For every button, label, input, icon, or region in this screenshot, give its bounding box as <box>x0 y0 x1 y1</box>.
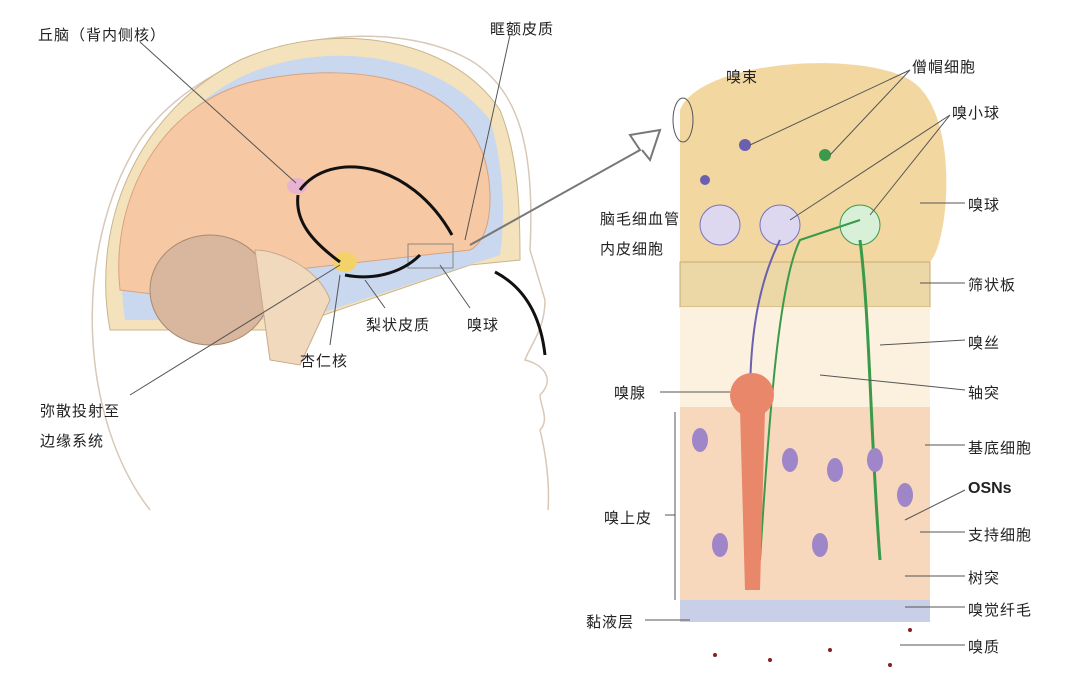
label-cilia: 嗅觉纤毛 <box>968 601 1033 619</box>
thalamus-region <box>287 178 307 194</box>
label-odorant: 嗅质 <box>968 638 1001 656</box>
label-piriform: 梨状皮质 <box>366 316 431 334</box>
label-mucus: 黏液层 <box>586 613 635 631</box>
label-limbic-2: 边缘系统 <box>40 432 105 450</box>
label-axon: 轴突 <box>968 384 1001 402</box>
label-gland: 嗅腺 <box>614 384 647 402</box>
label-epithelium: 嗅上皮 <box>604 509 653 527</box>
gland <box>730 373 774 417</box>
mucus-layer <box>680 600 930 622</box>
amygdala-region <box>333 252 357 272</box>
label-olfactory-tract: 嗅束 <box>726 68 759 86</box>
label-olfactory-bulb-center: 嗅球 <box>467 316 500 334</box>
label-basal-cells: 基底细胞 <box>968 439 1033 457</box>
label-capillary-2: 内皮细胞 <box>600 240 665 258</box>
head-outline <box>91 35 550 511</box>
bulb-box <box>407 243 454 269</box>
label-orbitofrontal: 眶额皮质 <box>490 20 555 38</box>
label-fila: 嗅丝 <box>968 334 1001 352</box>
label-thalamus: 丘脑（背内侧核） <box>38 26 167 44</box>
label-support-cells: 支持细胞 <box>968 526 1033 544</box>
brainstem <box>254 249 331 366</box>
label-glomeruli: 嗅小球 <box>952 104 1001 122</box>
label-osns: OSNs <box>968 480 1012 497</box>
cerebellum <box>149 234 271 346</box>
label-limbic-1: 弥散投射至 <box>40 402 121 420</box>
label-mitral-cells: 僧帽细胞 <box>912 58 977 76</box>
olfactory-bulb <box>680 63 947 262</box>
label-amygdala: 杏仁核 <box>300 352 349 370</box>
label-dendrite: 树突 <box>968 569 1001 587</box>
label-cribriform: 筛状板 <box>968 276 1017 294</box>
label-capillary-1: 脑毛细血管 <box>600 210 681 228</box>
cribriform-plate <box>679 261 931 308</box>
label-olfactory-bulb-right: 嗅球 <box>968 196 1001 214</box>
epithelium-cells <box>680 407 930 602</box>
